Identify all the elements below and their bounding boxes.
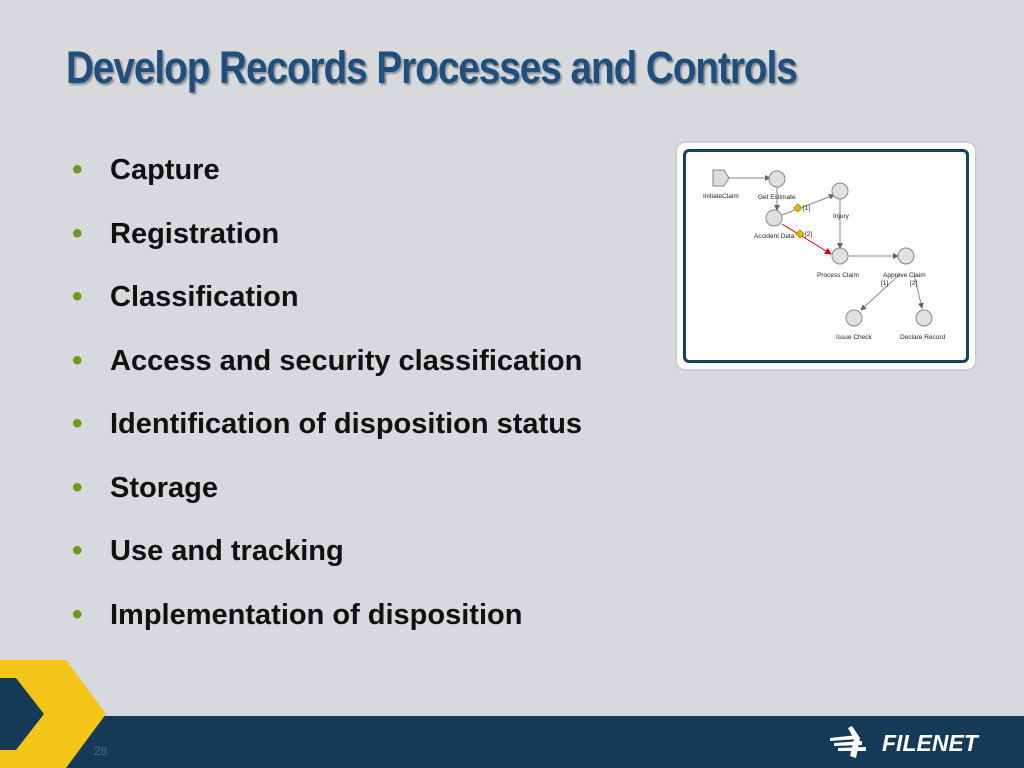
user-step-icon: [897, 247, 915, 265]
bullet-item: • Capture: [72, 145, 672, 209]
node-issue-check: Issue Check: [836, 309, 873, 341]
branch-markers: [1] [2] [1] [2]: [793, 203, 917, 287]
node-label: Get Estimate: [758, 194, 796, 201]
user-step-icon: [845, 309, 863, 327]
bullet-icon: •: [72, 534, 83, 567]
workflow-diagram-canvas: InitiateClaim Get Estimate Injury Accide…: [683, 149, 969, 363]
page-number: 28: [94, 744, 108, 758]
node-label: Accident Data: [754, 233, 795, 240]
bullet-icon: •: [72, 343, 83, 377]
brand-wordmark: FILENET: [882, 730, 980, 756]
node-label: Injury: [833, 213, 850, 220]
bullet-icon: •: [72, 280, 83, 313]
filenet-arrow-icon: [830, 726, 866, 758]
bullet-item: • Storage: [72, 463, 672, 527]
user-step-icon: [831, 182, 849, 200]
edge-accident-injury: [781, 193, 835, 216]
node-label: Approve Claim: [883, 272, 926, 279]
bullet-icon: •: [72, 597, 83, 631]
bullet-text: Access and security classification: [110, 344, 583, 377]
node-get-estimate: Get Estimate: [758, 170, 796, 201]
workflow-diagram: InitiateClaim Get Estimate Injury Accide…: [677, 143, 975, 369]
bullet-icon: •: [72, 216, 83, 250]
branch-label: [2]: [910, 280, 917, 287]
bullet-icon: •: [72, 407, 83, 440]
node-initiate-claim: InitiateClaim: [703, 169, 739, 200]
user-step-icon: [915, 309, 933, 327]
node-label: Issue Check: [836, 334, 873, 341]
user-step-icon: [768, 170, 786, 188]
bullet-item: • Classification: [72, 272, 672, 336]
bullet-text: Use and tracking: [110, 535, 344, 567]
edge-approve-declare: [913, 273, 924, 309]
bullet-text: Implementation of disposition: [110, 598, 523, 631]
edge-accident-process: [781, 223, 832, 255]
node-label: Process Claim: [817, 272, 859, 279]
bullet-item: • Use and tracking: [72, 526, 672, 590]
slide-title: Develop Records Processes and Controls: [66, 42, 798, 93]
branch-label: [2]: [805, 231, 812, 238]
bullet-text: Classification: [110, 281, 299, 313]
condition-diamond-icon: [795, 229, 805, 239]
launch-step-icon: [712, 169, 730, 187]
user-step-icon: [765, 209, 783, 227]
node-injury: Injury: [831, 182, 850, 220]
bullet-icon: •: [72, 153, 83, 186]
bullet-item: • Registration: [72, 209, 672, 273]
bullet-item: • Access and security classification: [72, 336, 672, 400]
user-step-icon: [831, 247, 849, 265]
bullet-text: Identification of disposition status: [110, 408, 583, 440]
node-label: InitiateClaim: [703, 193, 739, 200]
bullet-text: Capture: [110, 154, 220, 186]
branch-label: [1]: [881, 280, 888, 287]
node-approve-claim: Approve Claim: [883, 247, 926, 279]
workflow-edges: [729, 175, 924, 311]
workflow-svg: InitiateClaim Get Estimate Injury Accide…: [703, 169, 946, 341]
node-declare-record: Declare Record: [900, 309, 946, 341]
bullet-item: • Identification of disposition status: [72, 399, 672, 463]
bullet-list: • Capture • Registration • Classification •…: [72, 145, 672, 653]
bullet-item: • Implementation of disposition: [72, 590, 672, 654]
bullet-icon: •: [72, 470, 83, 504]
bullet-text: Storage: [110, 471, 218, 504]
node-label: Declare Record: [900, 334, 946, 341]
branch-label: [1]: [803, 205, 810, 212]
node-accident-data: Accident Data: [754, 209, 795, 240]
filenet-logo: FILENET: [830, 726, 980, 758]
edge-approve-issue: [860, 273, 901, 311]
chevron-logo-icon: [0, 660, 106, 768]
bullet-text: Registration: [110, 217, 280, 250]
node-process-claim: Process Claim: [817, 247, 859, 279]
condition-diamond-icon: [793, 203, 803, 213]
